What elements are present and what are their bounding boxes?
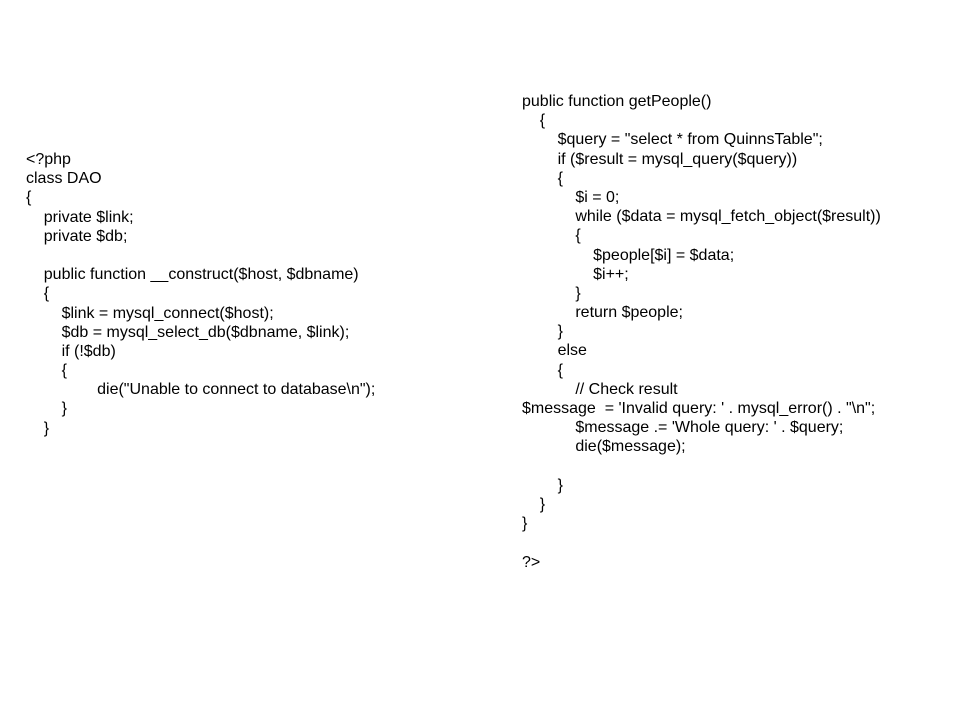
code-line: return $people; — [522, 304, 683, 322]
code-line: { — [522, 361, 563, 379]
code-line: $i++; — [522, 265, 629, 283]
code-line: } — [522, 284, 581, 302]
code-line — [522, 533, 881, 552]
code-line: } — [26, 400, 67, 418]
code-line: { — [522, 112, 546, 130]
code-block-right: public function getPeople() { $query = "… — [522, 92, 881, 572]
code-line: public function __construct($host, $dbna… — [26, 266, 359, 284]
code-line: while ($data = mysql_fetch_object($resul… — [522, 208, 881, 226]
code-line: { — [26, 285, 50, 303]
code-line: private $link; — [26, 208, 134, 226]
code-line: $link = mysql_connect($host); — [26, 304, 274, 322]
code-line: if (!$db) — [26, 342, 116, 360]
code-line: } — [522, 323, 563, 341]
code-line: { — [522, 169, 563, 187]
code-line: class DAO — [26, 170, 102, 188]
code-line: ?> — [522, 553, 541, 571]
code-line: $message = 'Invalid query: ' . mysql_err… — [522, 400, 876, 417]
code-line: } — [26, 419, 50, 437]
code-line: die($message); — [522, 438, 686, 456]
code-line: die("Unable to connect to database\n"); — [26, 381, 376, 399]
code-line: } — [522, 515, 528, 533]
code-line: public function getPeople() — [522, 93, 712, 110]
code-line: else — [522, 342, 587, 360]
code-line: { — [26, 362, 67, 380]
code-line: } — [522, 495, 546, 513]
code-line: <?php — [26, 151, 71, 168]
code-line: { — [522, 227, 581, 245]
code-line: // Check result — [522, 380, 678, 398]
code-line: { — [26, 189, 32, 207]
code-line: $i = 0; — [522, 188, 620, 206]
code-line: $db = mysql_select_db($dbname, $link); — [26, 323, 350, 341]
code-line: } — [522, 476, 563, 494]
code-line — [26, 246, 375, 265]
code-line: $people[$i] = $data; — [522, 246, 735, 264]
code-line: if ($result = mysql_query($query)) — [522, 150, 798, 168]
code-line: $query = "select * from QuinnsTable"; — [522, 131, 823, 149]
code-line: private $db; — [26, 227, 128, 245]
code-line: $message .= 'Whole query: ' . $query; — [522, 419, 844, 437]
code-line — [522, 457, 881, 476]
